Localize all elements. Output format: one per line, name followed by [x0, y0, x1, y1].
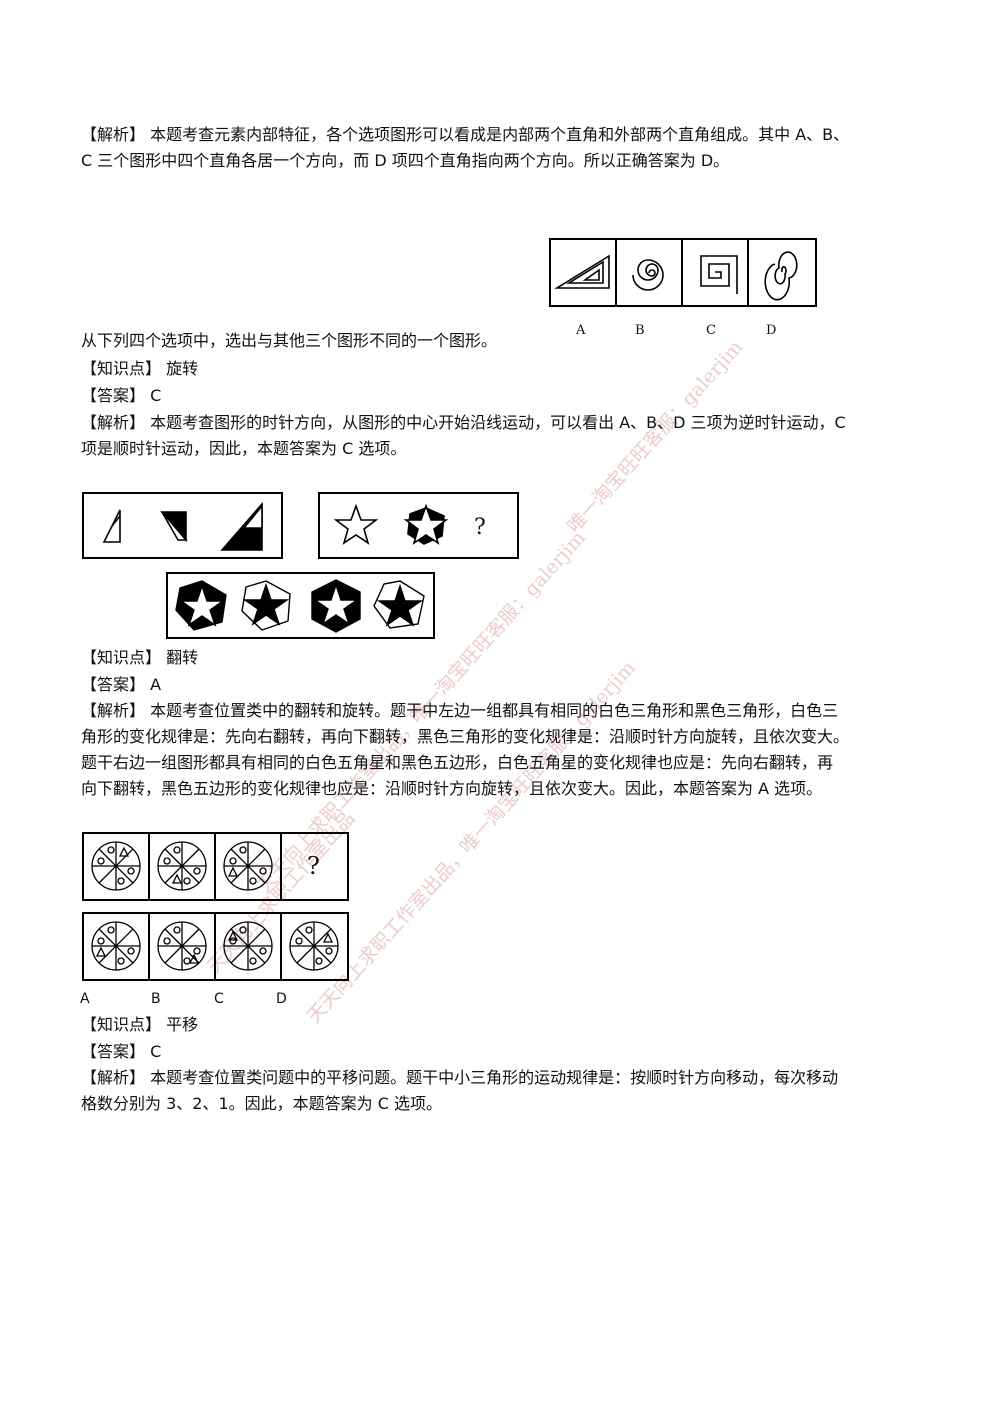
analysis-text: 本题考查位置类问题中的平移问题。题干中小三角形的运动规律是：按顺时针方向移动，每…	[150, 1068, 839, 1087]
analysis-text: 本题考查图形的时针方向，从图形的中心开始沿线运动，可以看出 A、B、D 三项为逆…	[150, 413, 846, 432]
s2-option-label-a: A	[576, 323, 586, 338]
s4-options-figure	[82, 912, 350, 982]
s3-analysis-line-1: 【解析】 本题考查位置类中的翻转和旋转。题干中左边一组都具有相同的白色三角形和黑…	[81, 701, 838, 721]
option-a-star-icon	[175, 580, 227, 631]
option-c-square-spiral-icon	[700, 255, 738, 294]
s1-analysis-line-2: C 三个图形中四个直角各居一个方向，而 D 项四个直角指向两个方向。所以正确答案…	[81, 151, 730, 170]
s2-knowledge: 【知识点】 旋转	[81, 359, 198, 379]
s3-right-group-figure	[318, 492, 520, 560]
star-tile-2-icon	[403, 503, 449, 545]
answer-tag: 【答案】	[81, 386, 146, 405]
option-c-wheel-icon	[223, 921, 273, 971]
analysis-text: 本题考查元素内部特征，各个选项图形可以看成是内部两个直角和外部两个直角组成。其中…	[150, 125, 850, 144]
s4-knowledge: 【知识点】 平移	[81, 1015, 198, 1035]
analysis-tag: 【解析】	[81, 701, 146, 720]
s3-knowledge: 【知识点】 翻转	[81, 648, 198, 668]
wheel-2-icon	[157, 841, 207, 891]
s1-analysis-line-1: 【解析】 本题考查元素内部特征，各个选项图形可以看成是内部两个直角和外部两个直角…	[81, 125, 849, 145]
knowledge-tag: 【知识点】	[81, 359, 162, 378]
watermark-1: 唯一淘宝旺旺客服：galerjim	[562, 336, 748, 538]
s2-answer: 【答案】 C	[81, 386, 161, 406]
wheel-1-icon	[91, 841, 141, 891]
s2-analysis-line-1: 【解析】 本题考查图形的时针方向，从图形的中心开始沿线运动，可以看出 A、B、D…	[81, 413, 846, 433]
s4-option-label-a: A	[80, 991, 90, 1007]
option-d-wheel-icon	[289, 921, 339, 971]
wheel-3-icon	[223, 841, 273, 891]
s3-left-group-figure	[82, 492, 284, 560]
analysis-text: 本题考查位置类中的翻转和旋转。题干中左边一组都具有相同的白色三角形和黑色三角形，…	[150, 701, 839, 720]
s2-option-label-c: C	[706, 323, 716, 338]
s2-option-label-b: B	[635, 323, 645, 338]
option-a-triangle-icon	[554, 254, 610, 289]
s4-question-mark: ?	[307, 852, 320, 880]
s2-question: 从下列四个选项中，选出与其他三个图形不同的一个图形。	[81, 331, 498, 350]
knowledge-value: 平移	[166, 1015, 199, 1034]
s3-analysis-line-4: 向下翻转，黑色五边形的变化规律也应是：沿顺时针方向旋转，且依次变大。因此，本题答…	[81, 779, 823, 798]
analysis-tag: 【解析】	[81, 1068, 146, 1087]
s2-options-figure	[549, 238, 817, 308]
s4-analysis-line-1: 【解析】 本题考查位置类问题中的平移问题。题干中小三角形的运动规律是：按顺时针方…	[81, 1068, 838, 1088]
knowledge-tag: 【知识点】	[81, 1015, 162, 1034]
s3-question-mark: ?	[474, 515, 486, 540]
option-b-wheel-icon	[157, 921, 207, 971]
s4-option-label-b: B	[151, 991, 161, 1007]
s4-question-figure	[82, 832, 350, 902]
option-d-star-icon	[373, 580, 425, 629]
analysis-tag: 【解析】	[81, 125, 146, 144]
s4-option-label-c: C	[214, 991, 224, 1007]
s2-option-label-d: D	[766, 323, 777, 338]
s4-option-label-d: D	[276, 991, 287, 1007]
option-b-star-icon	[241, 580, 291, 631]
option-d-oval-spiral-icon	[764, 251, 798, 301]
triangle-tile-3-icon	[220, 501, 263, 551]
s2-analysis-line-2: 项是顺时针运动，因此，本题答案为 C 选项。	[81, 439, 407, 458]
knowledge-tag: 【知识点】	[81, 648, 162, 667]
s4-analysis-line-2: 格数分别为 3、2、1。因此，本题答案为 C 选项。	[81, 1094, 442, 1113]
knowledge-value: 旋转	[166, 359, 199, 378]
triangle-tile-1-icon	[102, 509, 121, 543]
option-c-star-icon	[311, 579, 361, 633]
s3-answer: 【答案】 A	[81, 675, 161, 695]
star-tile-1-icon	[333, 503, 379, 545]
answer-value: C	[150, 1042, 162, 1061]
s3-options-figure	[166, 572, 436, 640]
answer-tag: 【答案】	[81, 1042, 146, 1061]
answer-value: C	[150, 386, 162, 405]
s3-analysis-line-3: 题干右边一组图形都具有相同的白色五角星和黑色五边形，白色五角星的变化规律也应是：…	[81, 753, 834, 772]
option-a-wheel-icon	[91, 921, 141, 971]
answer-value: A	[150, 675, 162, 694]
knowledge-value: 翻转	[166, 648, 199, 667]
triangle-tile-2-icon	[160, 511, 188, 543]
option-b-spiral-icon	[632, 259, 664, 291]
s3-analysis-line-2: 角形的变化规律是：先向右翻转，再向下翻转，黑色三角形的变化规律是：沿顺时针方向旋…	[81, 727, 850, 746]
answer-tag: 【答案】	[81, 675, 146, 694]
s4-answer: 【答案】 C	[81, 1042, 161, 1062]
analysis-tag: 【解析】	[81, 413, 146, 432]
